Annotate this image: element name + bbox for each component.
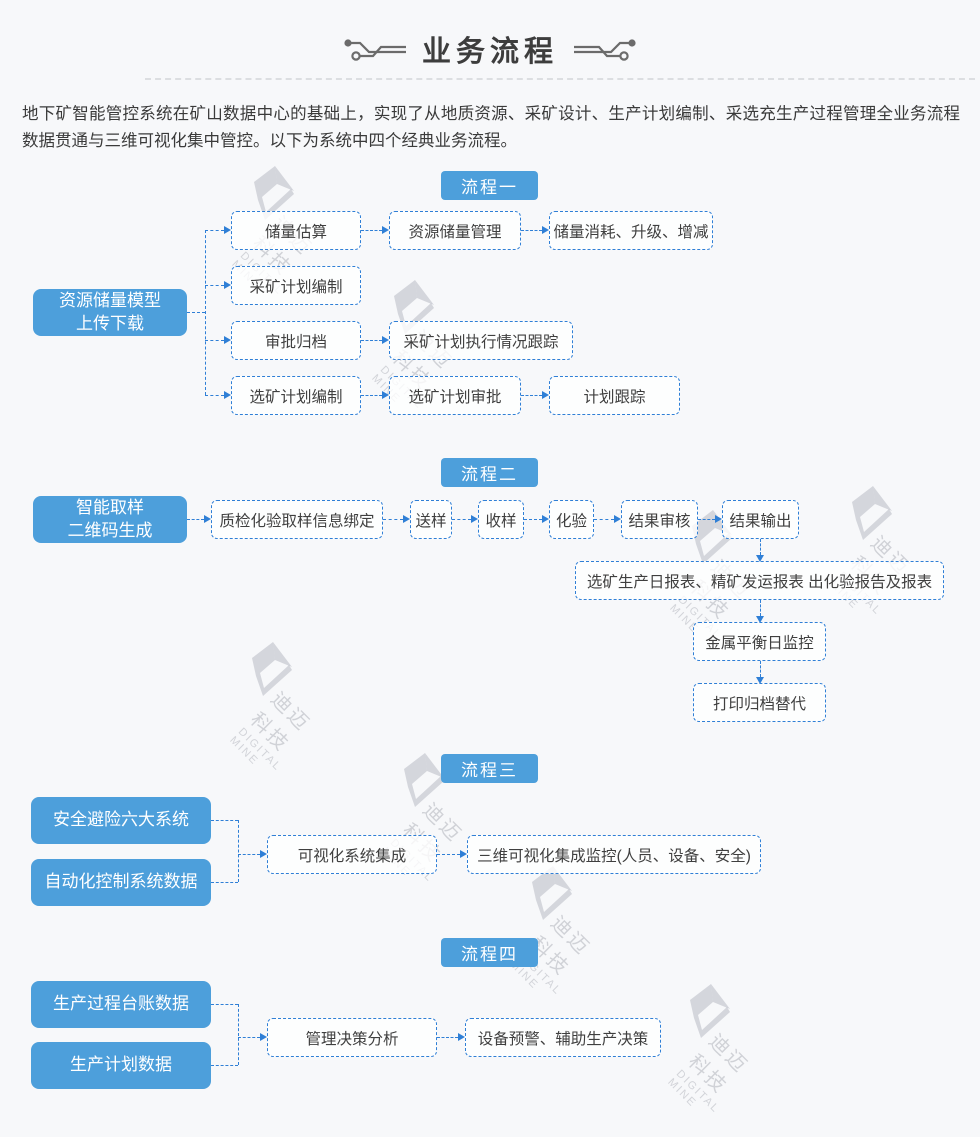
node-print-archive-replace: 打印归档替代 xyxy=(693,683,826,722)
circuit-decoration-left-icon xyxy=(342,36,408,62)
node-resource-reserve-mgmt: 资源储量管理 xyxy=(389,211,521,250)
arrow-right-icon xyxy=(260,1033,267,1041)
node-3d-integrated-monitoring: 三维可视化集成监控(人员、设备、安全) xyxy=(467,835,761,874)
arrow-right-icon xyxy=(460,850,467,858)
connector xyxy=(211,1004,238,1005)
connector xyxy=(238,854,260,855)
connector xyxy=(698,519,715,520)
node-sampling-info-binding: 质检化验取样信息绑定 xyxy=(211,500,383,539)
connector xyxy=(383,519,403,520)
node-visual-system-integration: 可视化系统集成 xyxy=(267,835,437,874)
arrow-right-icon xyxy=(542,515,549,523)
arrow-right-icon xyxy=(260,850,267,858)
arrow-right-icon xyxy=(471,515,478,523)
connector xyxy=(524,519,542,520)
connector xyxy=(361,395,382,396)
arrow-right-icon xyxy=(715,515,722,523)
arrow-right-icon xyxy=(382,226,389,234)
arrow-right-icon xyxy=(224,226,231,234)
connector xyxy=(211,820,238,821)
node-send-sample: 送样 xyxy=(410,500,452,539)
process-2-source-box: 智能取样 二维码生成 xyxy=(33,496,187,543)
connector xyxy=(187,519,204,520)
connector xyxy=(238,820,239,882)
connector xyxy=(760,539,761,555)
dashed-separator xyxy=(145,78,975,80)
node-assay: 化验 xyxy=(549,500,594,539)
node-result-review: 结果审核 xyxy=(621,500,698,539)
arrow-down-icon xyxy=(756,616,764,623)
connector xyxy=(205,230,224,231)
node-reserve-estimation: 储量估算 xyxy=(231,211,361,250)
node-reserve-consumption: 储量消耗、升级、增减 xyxy=(549,211,713,250)
node-approval-archive: 审批归档 xyxy=(231,321,361,360)
arrow-right-icon xyxy=(542,226,549,234)
arrow-right-icon xyxy=(614,515,621,523)
arrow-right-icon xyxy=(403,515,410,523)
connector xyxy=(361,340,382,341)
arrow-right-icon xyxy=(224,391,231,399)
node-beneficiation-plan-approve: 选矿计划审批 xyxy=(389,376,521,415)
connector xyxy=(205,340,224,341)
intro-paragraph: 地下矿智能管控系统在矿山数据中心的基础上，实现了从地质资源、采矿设计、生产计划编… xyxy=(22,105,960,150)
node-receive-sample: 收样 xyxy=(478,500,524,539)
node-equipment-warning-decision: 设备预警、辅助生产决策 xyxy=(465,1018,661,1057)
node-result-output: 结果输出 xyxy=(722,500,799,539)
process-3-source-box-2: 自动化控制系统数据 xyxy=(31,859,211,906)
connector xyxy=(205,285,224,286)
process-4-source-box-2: 生产计划数据 xyxy=(31,1042,211,1089)
node-beneficiation-plan-compile: 选矿计划编制 xyxy=(231,376,361,415)
connector xyxy=(521,230,542,231)
connector xyxy=(437,1037,458,1038)
arrow-right-icon xyxy=(382,391,389,399)
connector xyxy=(211,1065,238,1066)
connector xyxy=(760,600,761,616)
connector xyxy=(594,519,614,520)
connector xyxy=(205,230,206,395)
arrow-down-icon xyxy=(756,677,764,684)
connector xyxy=(521,395,542,396)
page-title: 业务流程 xyxy=(421,36,558,68)
page-header: 业务流程 xyxy=(0,28,980,70)
connector xyxy=(205,395,224,396)
arrow-right-icon xyxy=(382,336,389,344)
node-plan-tracking: 计划跟踪 xyxy=(549,376,680,415)
connector xyxy=(437,854,460,855)
node-mining-plan-compile: 采矿计划编制 xyxy=(231,266,361,305)
connector xyxy=(760,661,761,677)
arrow-right-icon xyxy=(224,281,231,289)
process-4-header: 流程四 xyxy=(441,938,538,967)
connector xyxy=(187,312,205,313)
arrow-right-icon xyxy=(224,336,231,344)
node-metal-balance-monitor: 金属平衡日监控 xyxy=(693,622,826,661)
node-mining-plan-tracking: 采矿计划执行情况跟踪 xyxy=(389,321,573,360)
connector xyxy=(211,882,238,883)
circuit-decoration-right-icon xyxy=(572,36,638,62)
node-reports-output: 选矿生产日报表、精矿发运报表 出化验报告及报表 xyxy=(575,561,944,600)
arrow-right-icon xyxy=(542,391,549,399)
process-1-header: 流程一 xyxy=(441,171,538,200)
connector xyxy=(361,230,382,231)
arrow-right-icon xyxy=(458,1033,465,1041)
process-2-header: 流程二 xyxy=(441,458,538,487)
node-management-decision-analysis: 管理决策分析 xyxy=(267,1018,437,1057)
process-3-source-box-1: 安全避险六大系统 xyxy=(31,797,211,844)
arrow-right-icon xyxy=(204,515,211,523)
connector xyxy=(452,519,471,520)
connector xyxy=(238,1004,239,1065)
arrow-down-icon xyxy=(756,555,764,562)
connector xyxy=(238,1037,260,1038)
process-4-source-box-1: 生产过程台账数据 xyxy=(31,981,211,1028)
process-3-header: 流程三 xyxy=(441,754,538,783)
process-1-source-box: 资源储量模型 上传下载 xyxy=(33,289,187,336)
